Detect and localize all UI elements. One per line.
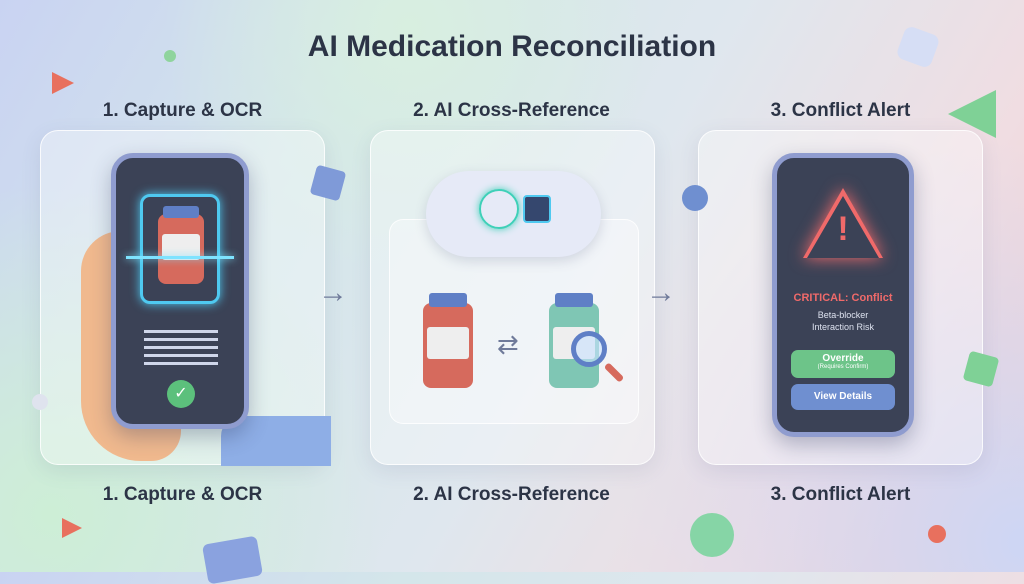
sphere-decoration — [682, 185, 708, 211]
cross-reference-panel: ⇄ — [370, 130, 655, 465]
pill-bottle-icon — [158, 206, 204, 284]
step-3-title-top: 3. Conflict Alert — [770, 100, 911, 121]
scan-line — [126, 256, 234, 259]
view-details-button[interactable]: View Details — [791, 384, 895, 410]
triangle-decoration — [62, 518, 82, 538]
page-title: AI Medication Reconciliation — [307, 30, 717, 63]
step-2-title-top: 2. AI Cross-Reference — [413, 100, 610, 121]
arrow-right-icon: → — [318, 276, 348, 309]
alert-line-2: Interaction Risk — [811, 322, 875, 332]
triangle-decoration — [948, 90, 996, 138]
sphere-decoration — [928, 525, 946, 543]
phone-alert: ! CRITICAL: Conflict Beta-blocker Intera… — [772, 153, 914, 437]
override-button[interactable]: Override (Requires Confirm) — [791, 350, 895, 378]
capture-panel: ✓ — [40, 130, 331, 466]
step-2-title-bottom: 2. AI Cross-Reference — [413, 484, 610, 505]
warning-inner — [807, 196, 879, 258]
brain-icon — [479, 189, 519, 229]
sphere-decoration — [690, 513, 734, 557]
alert-heading: CRITICAL: Conflict — [793, 292, 893, 304]
scan-frame-icon — [140, 194, 220, 304]
arrow-right-icon: → — [646, 276, 676, 309]
alert-line-1: Beta-blocker — [817, 310, 869, 320]
step-3-title-bottom: 3. Conflict Alert — [770, 484, 911, 505]
cube-decoration — [201, 535, 264, 584]
sphere-decoration — [164, 50, 176, 62]
pill-bottle-red-icon — [423, 293, 473, 388]
phone-scan: ✓ — [111, 153, 249, 429]
override-label: Override — [822, 353, 864, 364]
ocr-text-lines — [144, 330, 218, 366]
warning-exclaim: ! — [837, 210, 849, 248]
conflict-panel: ! CRITICAL: Conflict Beta-blocker Intera… — [698, 130, 983, 465]
check-icon: ✓ — [167, 380, 195, 408]
step-1-title-bottom: 1. Capture & OCR — [102, 484, 263, 505]
sphere-decoration — [32, 394, 48, 410]
swap-arrows-icon: ⇄ — [497, 329, 519, 359]
magnifier-icon — [571, 331, 607, 367]
step-1-title-top: 1. Capture & OCR — [102, 100, 263, 121]
override-sublabel: (Requires Confirm) — [817, 364, 869, 370]
chip-icon — [523, 195, 551, 223]
triangle-decoration — [52, 72, 74, 94]
